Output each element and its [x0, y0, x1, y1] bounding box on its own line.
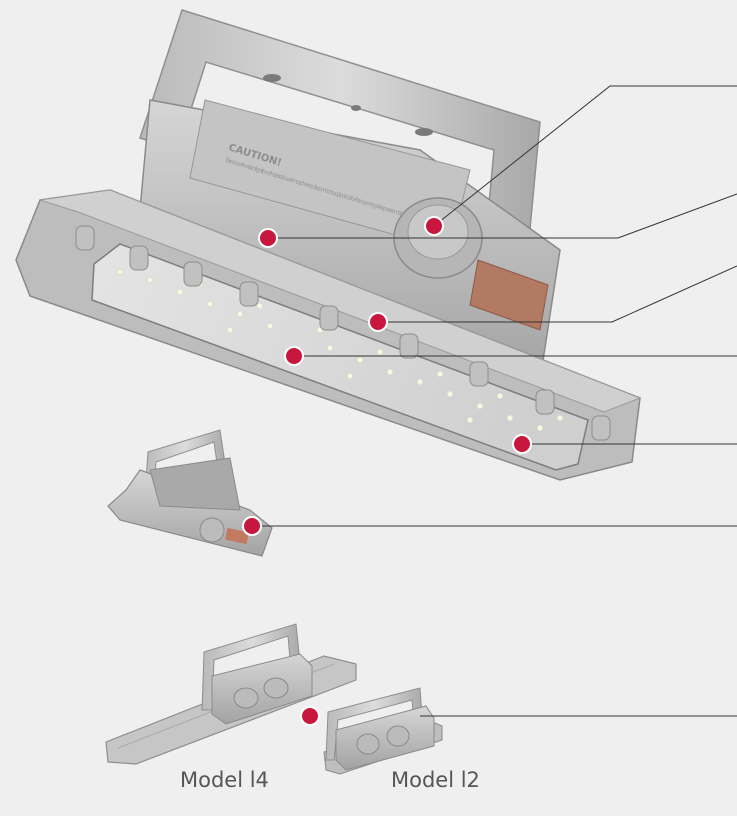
l4-body: [211, 653, 313, 725]
callout-marker-c6[interactable]: [242, 516, 262, 536]
nameplate: [469, 259, 549, 331]
model-l4-caption: Model l4: [180, 768, 269, 792]
callout-lines: [252, 85, 737, 717]
led-chip: [256, 302, 264, 310]
bolt: [239, 281, 259, 307]
led-chips: [116, 258, 564, 432]
l4-bracket: [201, 623, 303, 711]
led-chip: [176, 288, 184, 296]
compact-nameplate: [224, 527, 250, 545]
bolt: [129, 245, 149, 271]
led-chip: [416, 378, 424, 386]
main-luminaire: CAUTION! To reduce the risk of ignition …: [15, 9, 642, 481]
led-chip: [356, 356, 364, 364]
led-chip: [376, 348, 384, 356]
frame-bolts: [75, 225, 611, 441]
led-chip: [116, 268, 124, 276]
led-chip: [536, 424, 544, 432]
led-chip: [326, 344, 334, 352]
led-chip: [436, 370, 444, 378]
led-chip: [476, 402, 484, 410]
led-chip: [266, 322, 274, 330]
led-chip: [146, 276, 154, 284]
l4-cover: [263, 677, 289, 699]
l2-body: [335, 705, 435, 771]
bolt: [399, 333, 419, 359]
led-chip: [386, 368, 394, 376]
callout-marker-c1[interactable]: [424, 216, 444, 236]
led-chip: [556, 414, 564, 422]
bolt: [591, 415, 611, 441]
bolt: [319, 305, 339, 331]
l2-bracket: [325, 687, 425, 761]
bolt: [183, 261, 203, 287]
callout-line-c2: [268, 193, 737, 239]
bracket-hole: [415, 128, 433, 136]
bracket-hole: [351, 105, 361, 111]
callout-marker-c3[interactable]: [368, 312, 388, 332]
compact-luminaire: [107, 429, 273, 557]
model-l2-caption: Model l2: [391, 768, 480, 792]
l2-cover: [386, 725, 410, 747]
callout-marker-c2[interactable]: [258, 228, 278, 248]
compact-cover: [199, 517, 225, 543]
led-panel: [91, 243, 589, 471]
led-chip: [506, 414, 514, 422]
l4-cover: [233, 687, 259, 709]
callout-line-c3: [378, 265, 737, 323]
led-chip: [346, 372, 354, 380]
led-chip: [446, 390, 454, 398]
l2-cover: [356, 733, 380, 755]
callout-marker-c5[interactable]: [512, 434, 532, 454]
led-chip: [206, 300, 214, 308]
bolt: [75, 225, 95, 251]
bracket-hole: [263, 74, 281, 82]
led-chip: [236, 310, 244, 318]
bolt: [469, 361, 489, 387]
led-chip: [496, 392, 504, 400]
callout-markers: [242, 216, 532, 726]
compact-inner: [149, 457, 241, 511]
callout-line-c1: [433, 85, 737, 227]
model-l2-luminaire: [323, 687, 443, 775]
model-l4-luminaire: [105, 623, 357, 765]
led-chip: [226, 326, 234, 334]
led-chip: [466, 416, 474, 424]
callout-marker-c4[interactable]: [284, 346, 304, 366]
callout-marker-c7[interactable]: [300, 706, 320, 726]
bolt: [535, 389, 555, 415]
